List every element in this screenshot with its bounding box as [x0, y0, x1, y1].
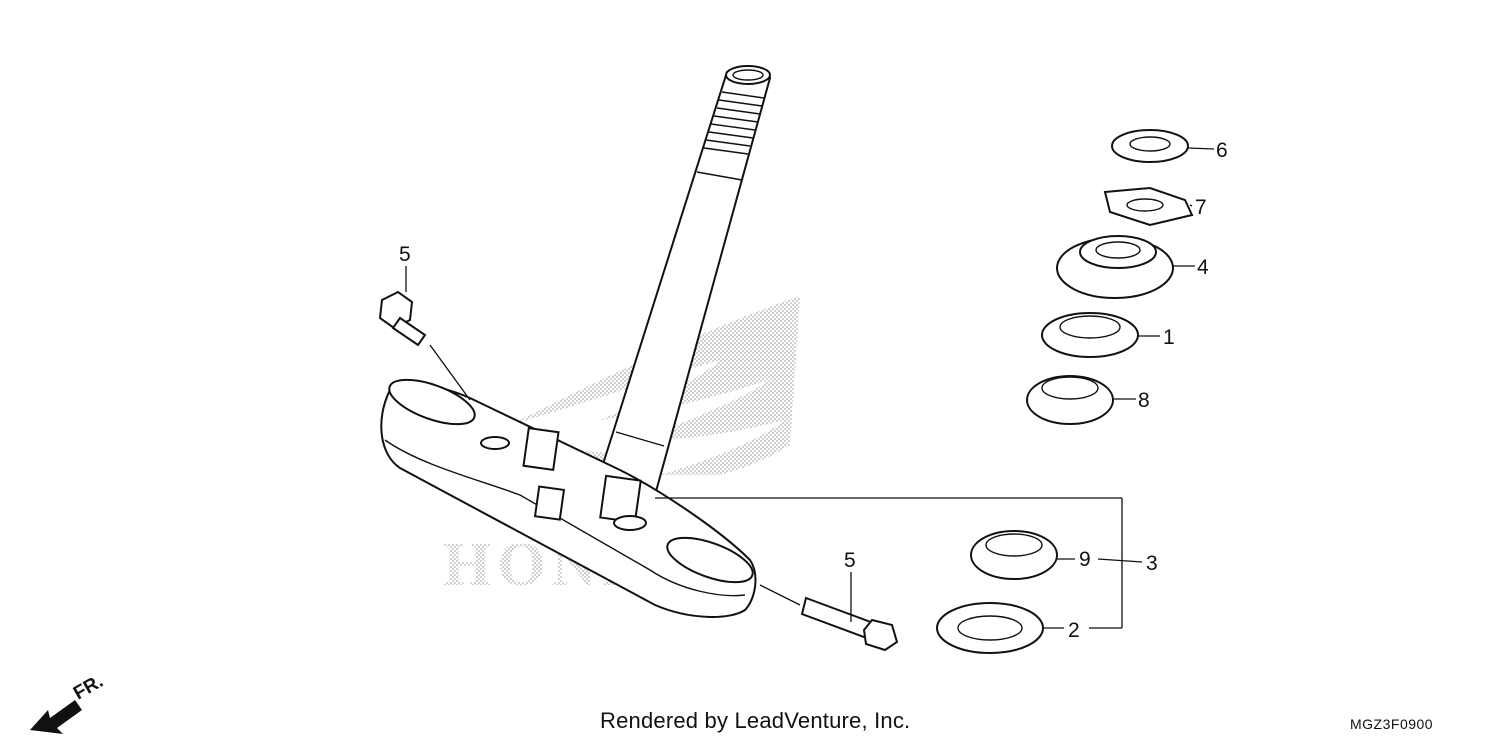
part-2-dust-seal [936, 602, 1044, 654]
front-direction-arrow-icon: FR. [30, 671, 107, 734]
callout-6: 6 [1216, 139, 1228, 162]
callout-8: 8 [1138, 389, 1150, 412]
diagram-code: MGZ3F0900 [1350, 716, 1434, 732]
bottom-bridge [380, 378, 757, 618]
callout-1: 1 [1163, 326, 1175, 349]
callout-2: 2 [1068, 619, 1080, 642]
callout-5-top: 5 [399, 243, 411, 266]
part-9-bearing [970, 530, 1058, 580]
front-direction-label: FR. [70, 671, 107, 704]
part-7-lock-washer [1103, 186, 1194, 227]
part-4-adjusting-nut [1056, 235, 1174, 299]
callout-4: 4 [1197, 256, 1209, 279]
steering-stem [596, 65, 772, 497]
callout-5-bottom: 5 [844, 549, 856, 572]
callout-9: 9 [1079, 548, 1091, 571]
part-1-outer-race [1041, 312, 1139, 358]
callout-7: 7 [1195, 196, 1207, 219]
footer-credit: Rendered by LeadVenture, Inc. [600, 708, 911, 733]
pinch-bolt-top [378, 290, 471, 401]
part-6-lock-nut [1111, 129, 1189, 163]
part-8-bearing [1026, 375, 1114, 425]
callout-3: 3 [1146, 552, 1158, 575]
pinch-bolt-bottom [759, 584, 899, 652]
leader-lines [405, 147, 1215, 629]
